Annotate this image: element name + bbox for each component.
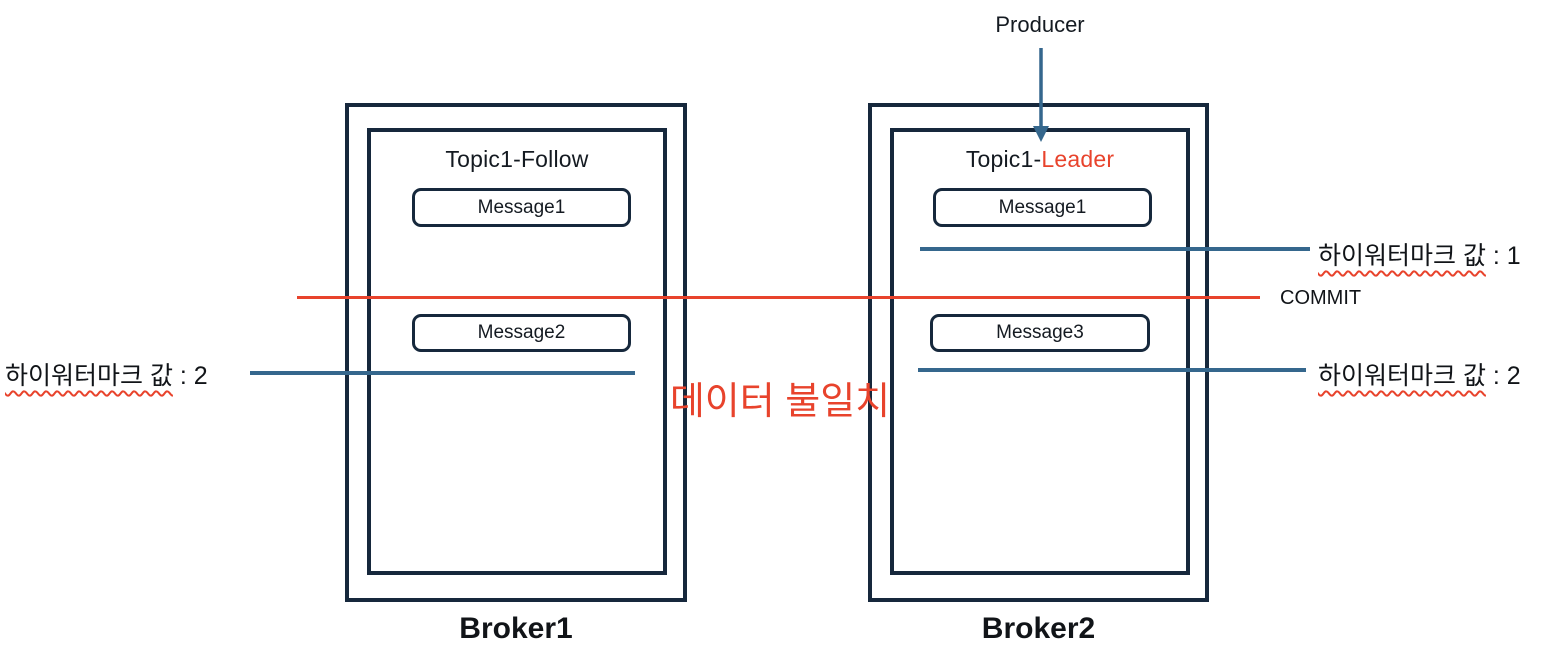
producer-arrow-icon	[1033, 48, 1049, 142]
broker1-topic-title: Topic1-Follow	[367, 146, 667, 173]
broker1-message2-box: Message2	[412, 314, 631, 352]
broker2-outer-box	[868, 103, 1209, 602]
hwm-label-right-bottom: 하이워터마크 값 : 2	[1318, 356, 1521, 392]
hwm-line-broker2-bottom	[918, 368, 1306, 372]
commit-line	[297, 296, 1260, 299]
broker2-message1-label: Message1	[998, 196, 1087, 218]
hwm-right-bottom-value: : 2	[1485, 362, 1521, 390]
broker1-message1-label: Message1	[477, 196, 566, 218]
producer-label: Producer	[995, 12, 1085, 37]
broker2-name: Broker2	[981, 612, 1096, 645]
hwm-line-broker2-top	[920, 247, 1310, 251]
broker1-topic-prefix: Topic1-	[445, 146, 521, 172]
broker2-topic-suffix: Leader	[1041, 146, 1115, 172]
broker1-name: Broker1	[459, 612, 573, 645]
broker1-message2-label: Message2	[477, 322, 566, 343]
broker2-message1-box: Message1	[933, 188, 1152, 227]
hwm-left-value: : 2	[172, 362, 208, 390]
data-mismatch-note: 데이터 불일치	[669, 381, 891, 423]
commit-label: COMMIT	[1280, 287, 1362, 309]
broker1-outer-box	[345, 103, 687, 602]
hwm-right-bottom-term: 하이워터마크 값	[1318, 362, 1486, 390]
broker2-topic-prefix: Topic1-	[965, 146, 1042, 172]
broker1-topic-box	[367, 128, 667, 575]
broker1-message1-box: Message1	[412, 188, 631, 227]
broker2-topic-title: Topic1-Leader	[890, 146, 1190, 173]
hwm-right-top-value: : 1	[1485, 242, 1521, 270]
broker2-message3-label: Message3	[996, 322, 1084, 343]
hwm-line-broker1	[250, 371, 635, 375]
broker1-topic-suffix: Follow	[520, 146, 589, 172]
hwm-label-left: 하이워터마크 값 : 2	[5, 356, 208, 392]
broker2-message3-box: Message3	[930, 314, 1150, 352]
hwm-label-right-top: 하이워터마크 값 : 1	[1318, 236, 1521, 272]
hwm-left-term: 하이워터마크 값	[5, 362, 173, 390]
hwm-right-top-term: 하이워터마크 값	[1318, 242, 1486, 270]
